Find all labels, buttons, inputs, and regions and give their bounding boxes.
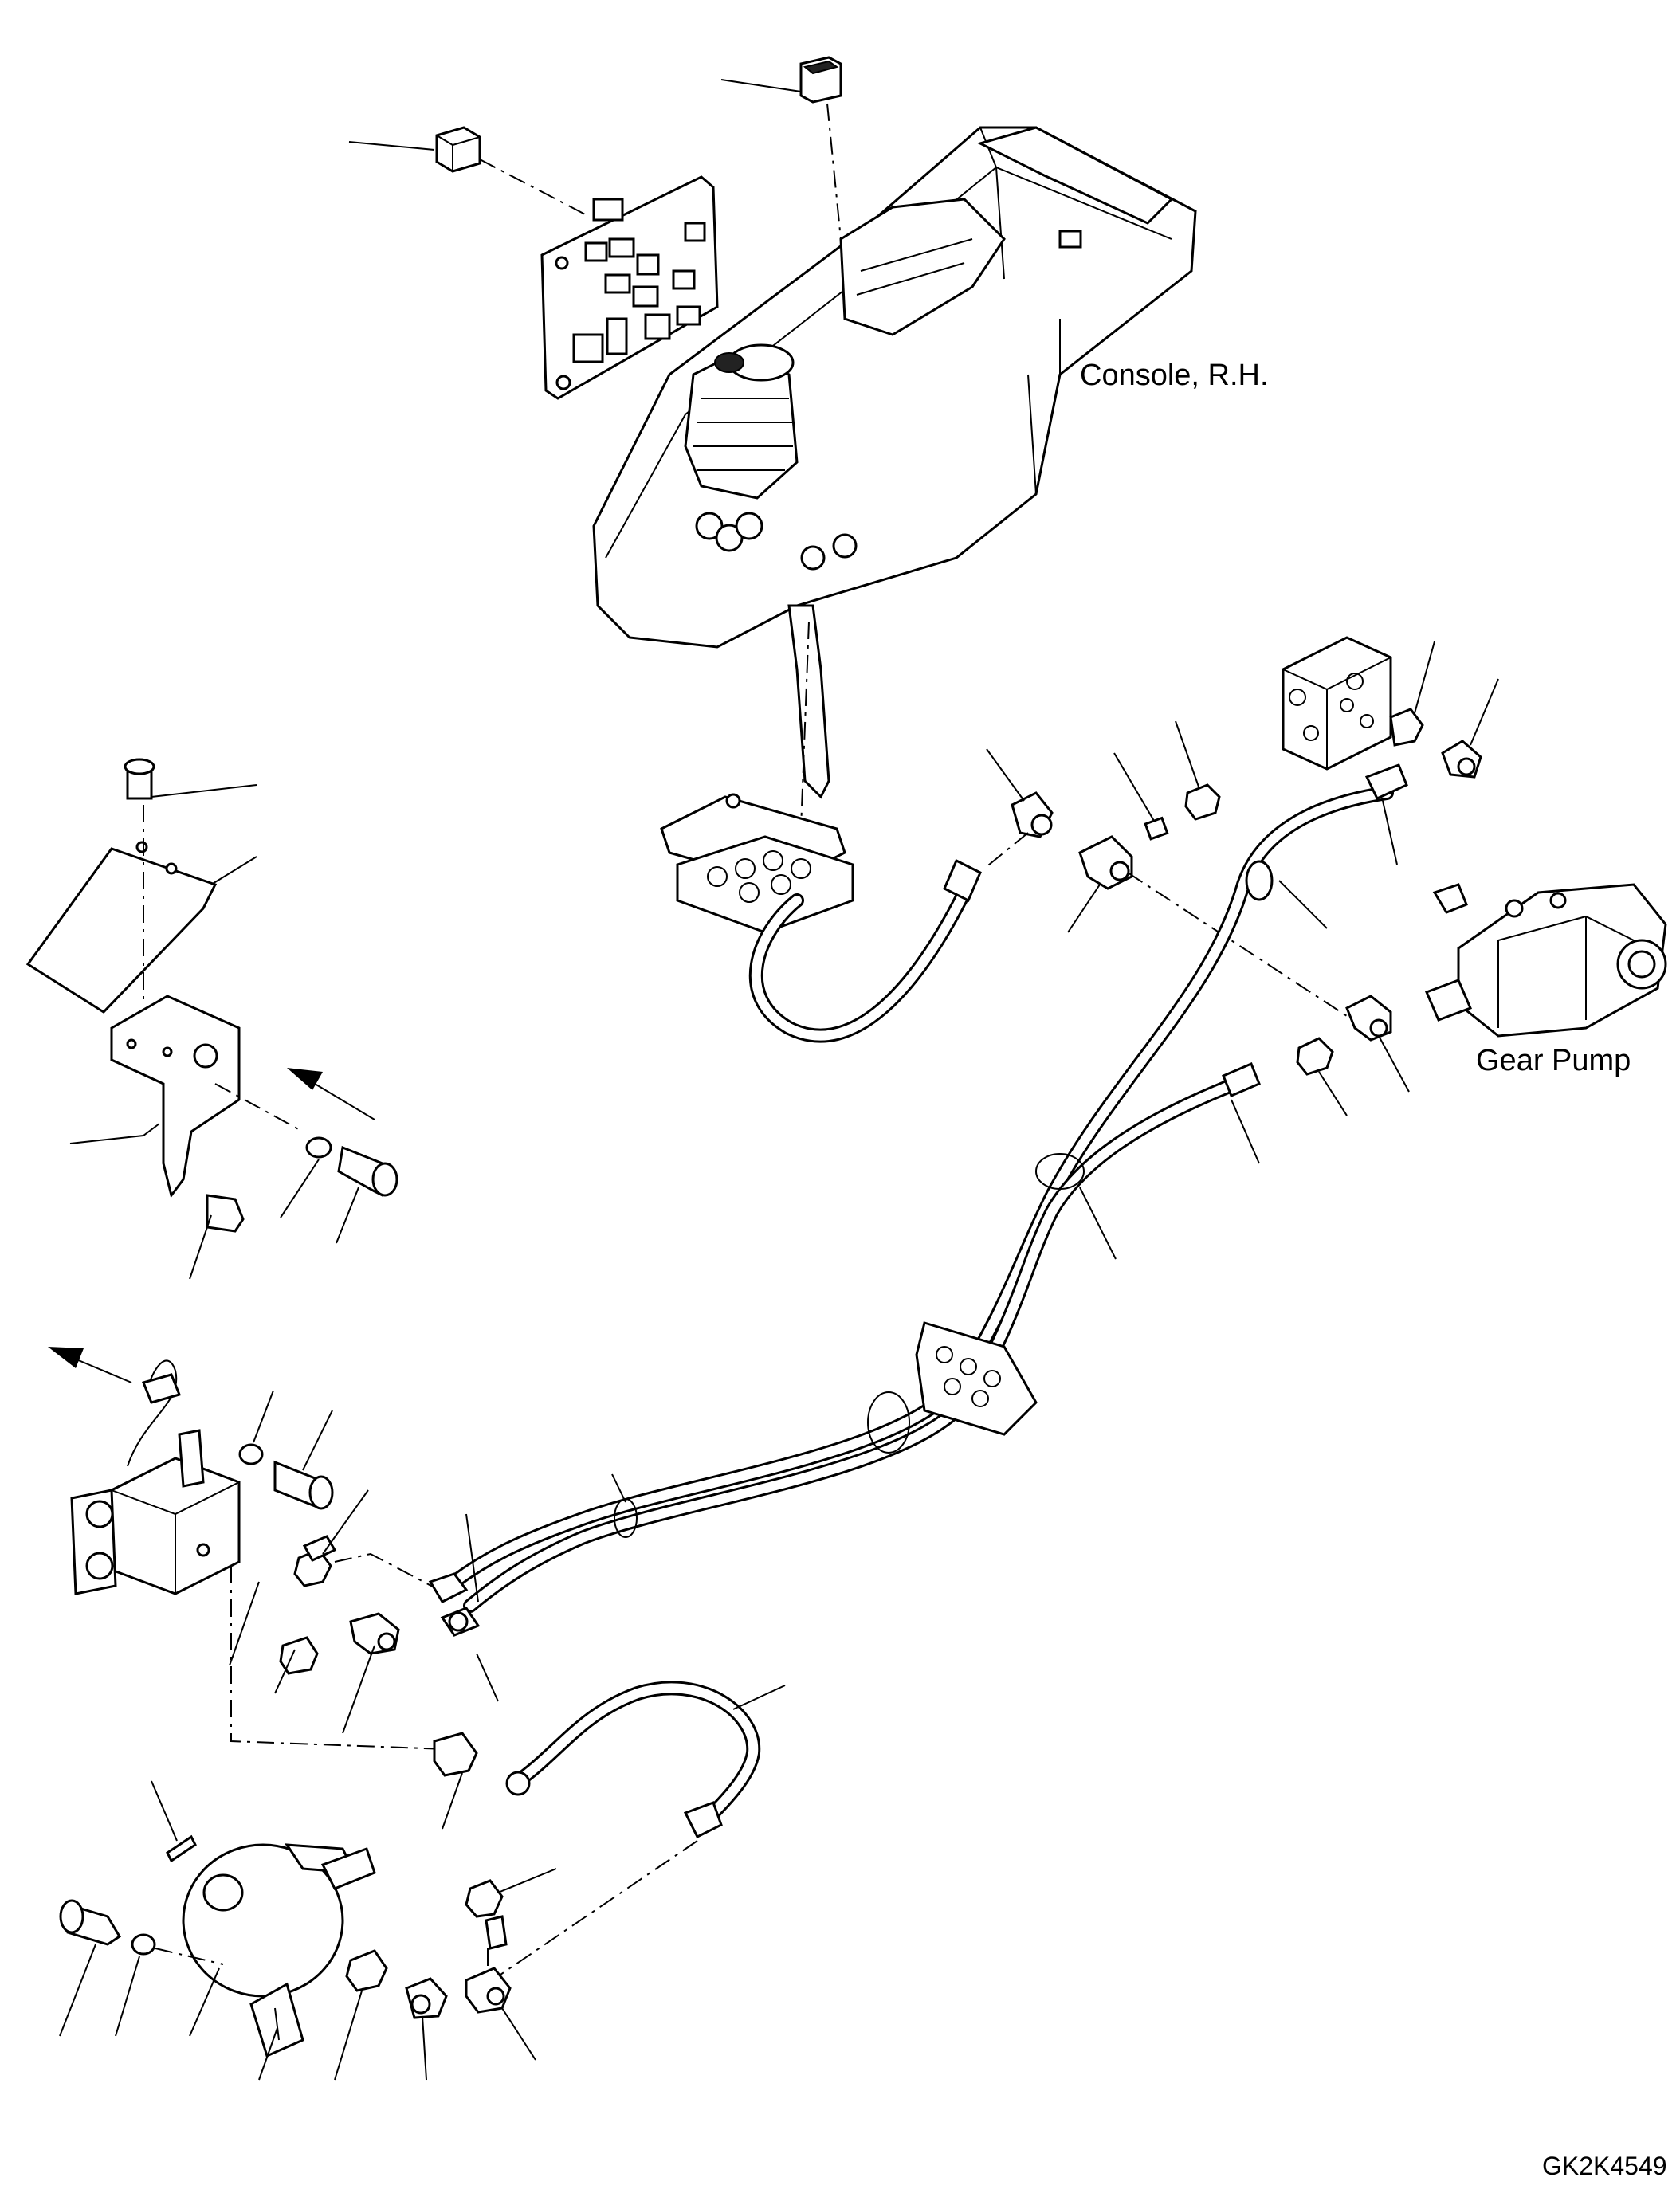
elbow-solenoid: [349, 1612, 400, 1655]
hose-clamp-upper: [1245, 860, 1274, 901]
adapter-solenoid-lower: [279, 1636, 319, 1675]
bolt-accumulator: [59, 1899, 122, 1946]
plug-nut: [1184, 783, 1221, 821]
hose-end-upper: [428, 1572, 469, 1603]
hose-clamp-left: [614, 1498, 638, 1538]
accumulator-hose-dash: [497, 1840, 698, 1977]
adapter-accumulator-hose: [433, 1732, 478, 1777]
hose-clamp-lower: [867, 1391, 910, 1454]
washer-bracket: [305, 1136, 332, 1159]
tee-accumulator: [465, 1967, 512, 2014]
manifold-block: [1282, 636, 1392, 771]
pilot-valve: [660, 793, 854, 934]
gear-pump-label: Gear Pump: [1476, 1044, 1631, 1077]
adapter-pump-lower: [1296, 1037, 1334, 1076]
switch-dash-line: [826, 103, 842, 240]
relay: [435, 126, 481, 173]
bolt-bracket: [337, 1145, 398, 1198]
rocker-switch: [799, 56, 842, 104]
tee-fitting-pump: [1345, 995, 1392, 1042]
arrow-right-up: [287, 1068, 375, 1120]
elbow-accumulator: [405, 1977, 448, 2019]
cap-screw-bracket: [206, 1194, 245, 1233]
name-plate: [166, 1834, 197, 1863]
tee-fitting-upper: [1078, 835, 1133, 890]
elbow-accumulator-upper: [465, 1879, 508, 1950]
bracket-dash-line: [214, 1083, 304, 1132]
adapter-accumulator: [345, 1949, 388, 1992]
relay-dash-line: [479, 159, 591, 218]
console-label: Console, R.H.: [1080, 359, 1269, 392]
cover-plate: [26, 841, 218, 1014]
hose-grommet: [915, 1321, 1038, 1436]
elbow-dash-line: [983, 832, 1029, 869]
solenoid-dash-line-lower: [230, 1566, 447, 1750]
hose-end-lower: [440, 1607, 481, 1637]
gear-pump: [1425, 883, 1667, 1038]
controller-circuit-board: [540, 175, 719, 400]
bolt-solenoid: [273, 1460, 334, 1510]
washer-solenoid: [238, 1443, 264, 1465]
drawing-number: GK2K4549: [1542, 2152, 1667, 2180]
cap-screw-top: [124, 758, 155, 800]
right-hand-console: [592, 126, 1197, 830]
tee-to-pump-dash-line: [1127, 872, 1348, 1017]
washer-accumulator: [131, 1933, 156, 1956]
solenoid-dash-line-upper: [334, 1552, 447, 1595]
accumulator-dash-line: [155, 1948, 224, 1965]
adapter-solenoid-right: [302, 1535, 337, 1562]
adapter-manifold: [1389, 708, 1424, 747]
hose-clamp-middle: [1035, 1153, 1085, 1190]
mounting-bracket: [110, 995, 241, 1199]
elbow-fitting-upper: [1011, 791, 1054, 838]
arrow-left-up: [48, 1347, 132, 1383]
pilot-hose: [748, 858, 982, 1043]
accumulator: [182, 1843, 376, 2058]
leader-lines: [59, 79, 1499, 2081]
elbow-manifold: [1441, 740, 1482, 779]
accumulator-hose: [505, 1681, 761, 1839]
adapter-small: [1144, 816, 1169, 841]
solenoid-valve: [70, 1359, 241, 1595]
